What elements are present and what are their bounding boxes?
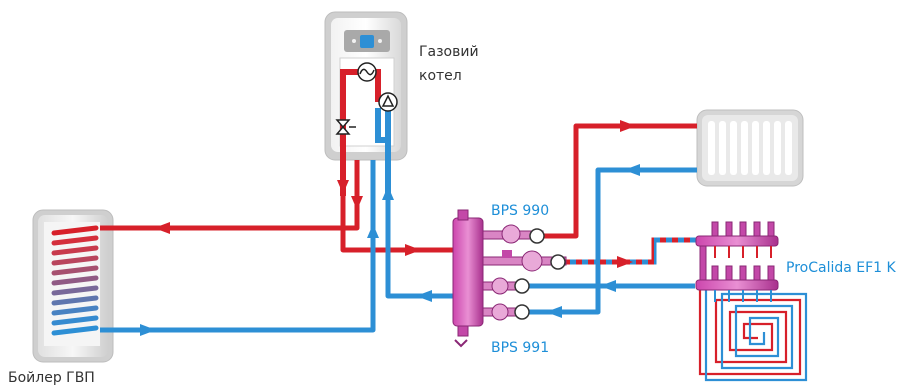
arrow-left-icon [416,290,432,302]
tank-return-pipe [100,160,376,333]
thermometer-icon [514,278,530,294]
procalida-label: ProCalida EF1 K [786,260,897,276]
arrow-right-icon [405,244,421,256]
bps990-label: BPS 990 [491,203,549,219]
floor-mixed-supply-pipe [566,237,696,265]
floor-manifold [695,221,779,302]
thermometer-icon [514,304,530,320]
heat-exchanger-icon [357,62,377,82]
arrow-up-icon [382,186,394,200]
tank-label: Бойлер ГВП [8,370,95,386]
arrow-left-icon [546,306,562,318]
tank-heating-coil [51,225,99,336]
arrow-left-icon [624,164,640,176]
pump-group-bps990 [482,224,567,272]
arrow-left-icon [600,280,616,292]
arrow-down-icon [337,180,349,194]
arrow-down-icon [351,196,363,210]
thermometer-icon [529,228,545,244]
arrow-up-icon [367,224,379,238]
arrow-right-icon [617,256,633,268]
hydraulic-separator [452,209,484,348]
pump-group-bps991 [482,277,530,321]
underfloor-heating-loop [698,290,808,382]
arrow-left-icon [154,222,170,234]
bps991-label: BPS 991 [491,340,549,356]
arrow-right-icon [620,120,636,132]
boiler-label-line1: Газовий [419,44,479,60]
radiator [696,109,804,187]
arrow-right-icon [140,324,156,336]
tank-supply-pipe [100,160,360,231]
boiler-flame-display [360,35,374,48]
three-way-valve-icon [335,119,356,135]
boiler-pump-icon [378,92,398,112]
flow-arrows [140,120,640,336]
thermometer-icon [550,254,566,270]
gas-boiler [324,11,408,161]
boiler-return-pipe [385,196,453,299]
boiler-label-line2: котел [419,68,462,84]
radiator-supply-pipe [542,123,697,239]
